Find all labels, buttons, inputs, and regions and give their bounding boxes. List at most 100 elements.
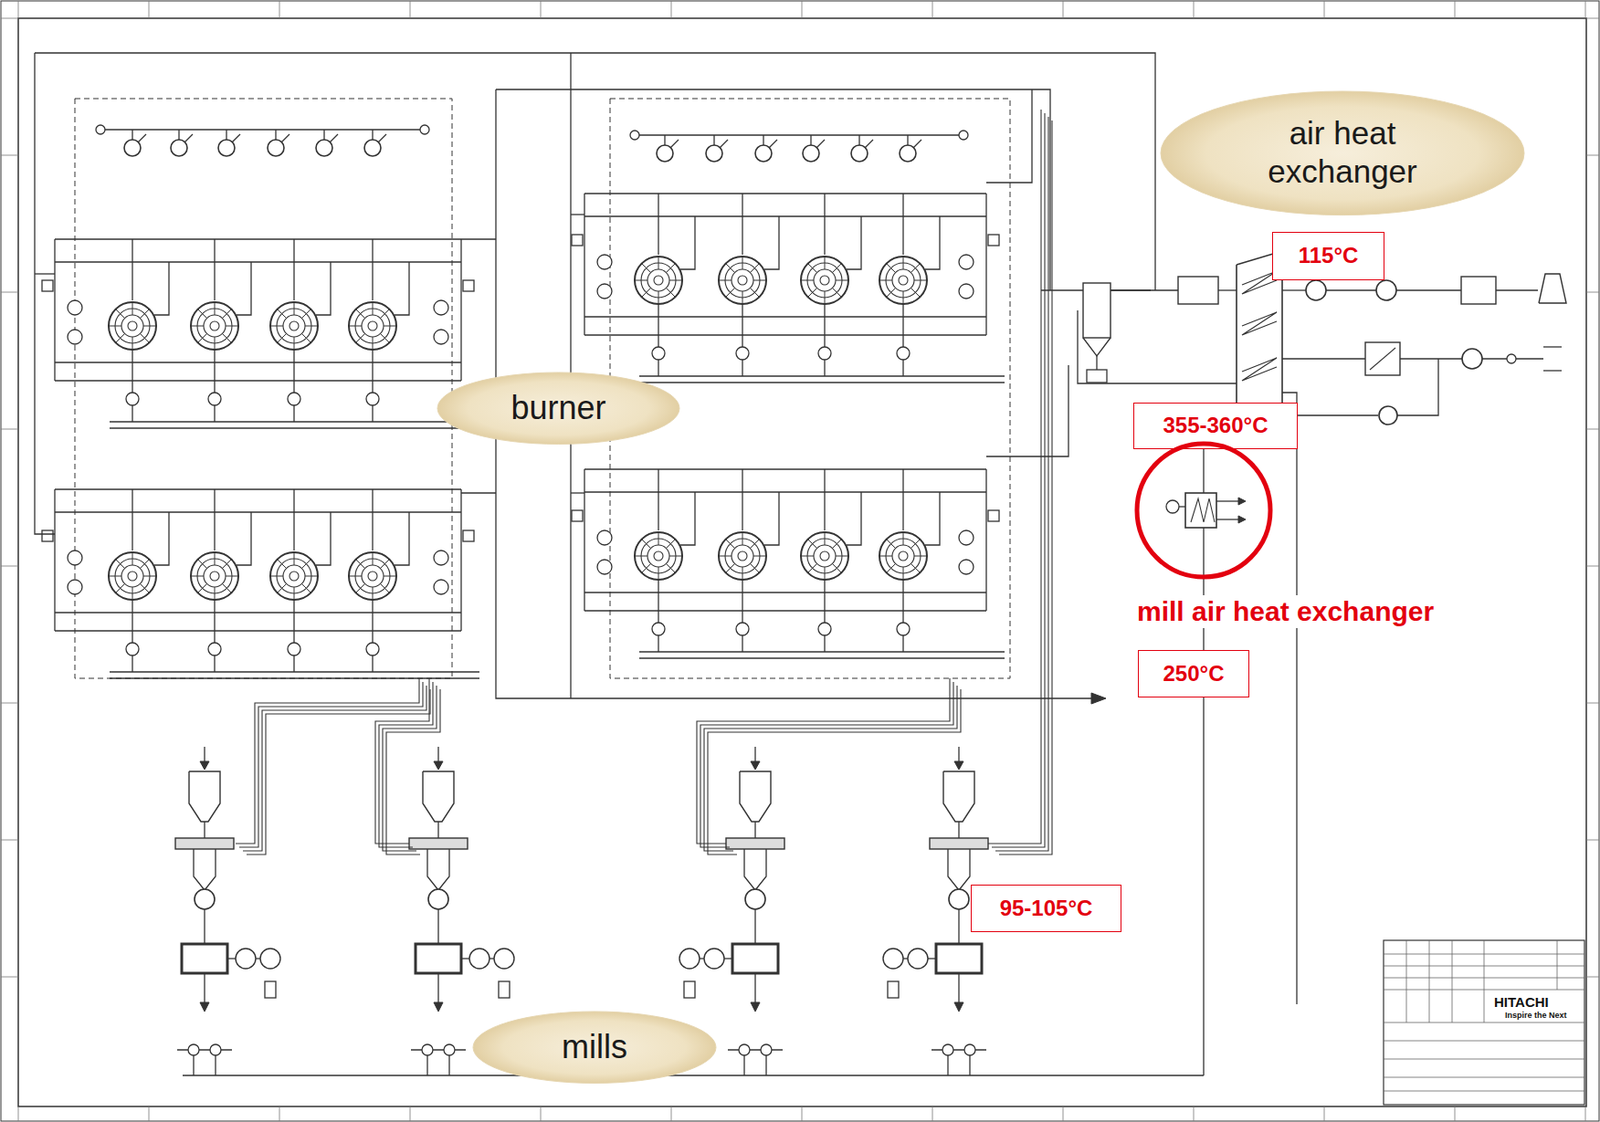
callout-ellipse-fill [1160,91,1525,216]
pipe-line [957,973,959,1005]
burner-spoke [372,336,374,350]
frame-tick [1454,1106,1456,1122]
burner-spoke [372,302,374,316]
pipe-line [293,405,295,422]
burner-spoke [108,326,122,327]
classifier-symbol [948,889,969,910]
burner-spoke [749,539,759,549]
burner-ring [737,551,748,561]
frame-tick [1586,155,1600,157]
pipe-line [968,1055,970,1076]
frame-tick [1586,840,1600,842]
pipe-line [925,216,940,270]
pipe-line [53,489,55,632]
pipe-line [657,304,659,336]
pipe-line [584,491,987,493]
pipe-line [203,973,205,1005]
valve-symbol [964,1044,976,1056]
pipe-line [1282,289,1306,291]
temperature-value: 250°C [1163,661,1225,688]
frame-tick [1586,429,1600,431]
valve-symbol [421,1044,433,1056]
frame-tick [1586,566,1600,568]
pipe-line [154,262,169,316]
burner-spoke [749,287,759,297]
burner-spoke [642,539,652,549]
title-block-rule [1383,1059,1585,1061]
pipe-line [823,359,825,377]
arrow-head [433,1002,443,1012]
valve-symbol [366,392,379,406]
burner-spoke [824,256,826,270]
pipe-line [902,193,904,255]
fan-symbol [1305,280,1327,301]
valve-symbol [126,642,139,656]
burner-spoke [831,287,842,297]
pipe-line [495,89,1051,291]
pipe-line [1295,415,1297,1005]
pipe-line [957,747,959,764]
burner-spoke [886,563,896,573]
callout-ellipse-fill [473,1011,716,1084]
pipe-line [724,957,733,959]
callout-text: mills [561,1027,628,1067]
pipe-line [131,631,133,643]
company-logo: HITACHI [1494,995,1549,1011]
burner-spoke [658,567,660,580]
motor-symbol [494,948,515,969]
burner-ring [731,545,754,568]
instrument-symbol [958,284,974,299]
burner-spoke [726,539,736,549]
pipe-line [1110,289,1151,291]
pipe-line [657,335,659,348]
burner-spoke [143,576,157,578]
frame-tick [540,0,542,19]
pipe-line [203,909,205,945]
burner-spoke [634,280,648,282]
burner-ring [121,315,144,337]
valve-symbol [420,125,430,135]
damper-lever [816,139,825,148]
burner-spoke [726,287,736,297]
pipe-line [131,489,133,551]
pipe-line [680,216,695,270]
pipe-line [437,747,439,764]
pipe-line [213,380,215,393]
burner-spoke [277,559,287,569]
coal-feeder [726,838,785,850]
coal-pipe [704,685,958,852]
valve-symbol [736,622,749,636]
pipe-line [109,427,480,429]
pipe-line [741,304,743,336]
valve-symbol [896,622,910,636]
arrow-head [200,1002,210,1012]
pipe-line [823,635,825,653]
burner-spoke [372,552,374,566]
pipe-line [764,492,779,546]
burner-spoke [301,559,311,569]
frame-tick [671,0,673,19]
heat-transfer-zigzag [1242,357,1277,381]
pipe-line [727,1049,783,1051]
valve-symbol [942,1044,954,1056]
burner-spoke [356,309,366,319]
pipe-line [902,579,904,611]
pipe-line [54,630,462,632]
pipe-line [109,671,480,673]
pipe-line [410,1049,466,1051]
valve-box [571,234,583,246]
burner-spoke [634,556,648,558]
frame-tick [0,429,19,431]
frame-tick [1585,0,1587,19]
arrow-head [200,761,210,770]
precipitator-box [1178,276,1219,305]
coal-pipe [700,682,954,848]
burner-spoke [214,302,216,316]
frame-tick [1193,1106,1195,1122]
frame-tick [148,0,150,19]
instrument-symbol [433,550,449,566]
burner-spoke [903,532,905,546]
valve-symbol [366,642,379,656]
pipe-line [902,335,904,348]
valve-symbol [126,392,139,406]
